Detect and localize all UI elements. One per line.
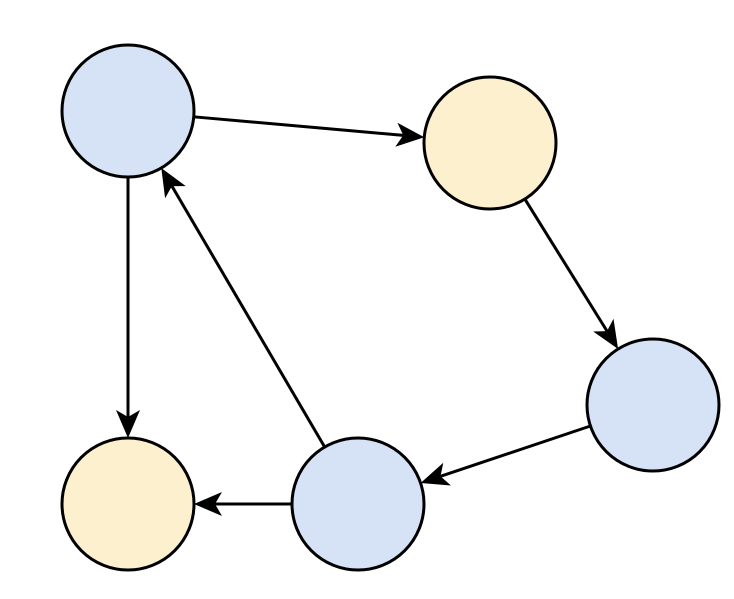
edge-line <box>440 424 591 478</box>
edge-n3-to-n4 <box>420 424 591 486</box>
edge-n4-to-n1 <box>161 168 326 448</box>
node-n2-yellow <box>422 75 558 211</box>
edge-line <box>193 115 404 137</box>
arrowhead-icon <box>593 318 619 349</box>
node-n1-blue <box>60 43 196 179</box>
arrowhead-icon <box>420 462 451 486</box>
arrowhead-icon <box>194 492 222 516</box>
edge-n4-to-n5 <box>194 492 292 516</box>
edges-layer <box>116 115 619 516</box>
edge-n1-to-n2 <box>193 115 425 147</box>
arrowhead-icon <box>395 122 425 147</box>
node-n4-blue <box>290 436 426 572</box>
node-n5-yellow <box>60 436 196 572</box>
nodes-layer <box>60 43 721 572</box>
edge-n2-to-n3 <box>523 198 619 349</box>
edge-line <box>523 198 609 332</box>
arrowhead-icon <box>116 410 140 438</box>
node-n3-blue <box>585 337 721 473</box>
edge-line <box>170 185 326 448</box>
arrowhead-icon <box>161 168 186 199</box>
edge-n1-to-n5 <box>116 177 140 438</box>
